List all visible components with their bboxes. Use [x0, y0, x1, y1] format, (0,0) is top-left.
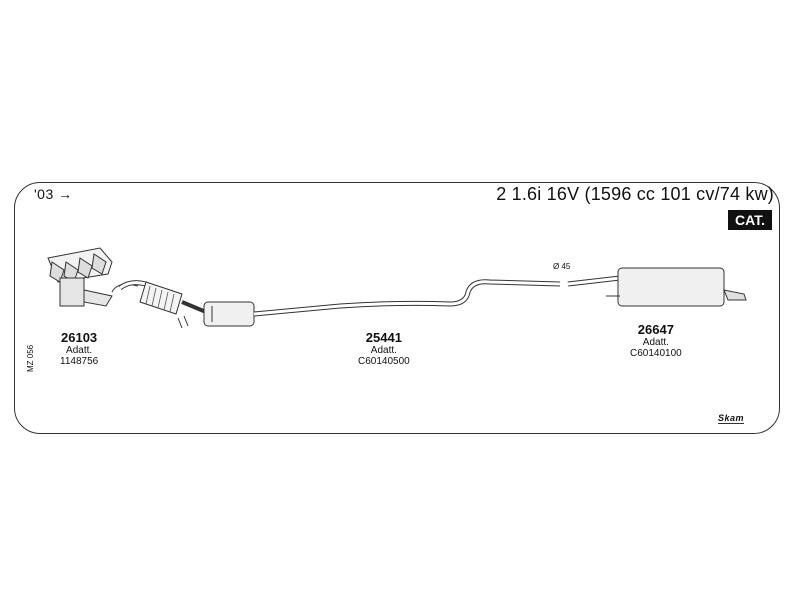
part-code: C60140500 [358, 356, 410, 367]
front-pipe-part [118, 280, 207, 329]
part-adapter-label: Adatt. [642, 337, 669, 348]
part-number: 26647 [637, 322, 674, 337]
brand-logo: Skam [718, 413, 745, 424]
part-code: 1148756 [60, 356, 99, 367]
part-label-manifold: 26103 Adatt. 1148756 [60, 330, 98, 367]
part-number: 25441 [365, 330, 402, 345]
diagram-frame [14, 182, 780, 434]
rear-silencer-part [606, 267, 747, 307]
middle-pipe-inner [253, 280, 561, 316]
part-adapter-label: Adatt. [370, 345, 397, 356]
part-label-rear-silencer: 26647 Adatt. C60140100 [630, 322, 682, 359]
side-code-label: MZ 056 [26, 344, 35, 372]
part-label-middle-pipe: 25441 Adatt. C60140500 [358, 330, 410, 367]
part-code: C60140100 [630, 348, 682, 359]
part-adapter-label: Adatt. [66, 345, 93, 356]
cat-badge: CAT. [728, 210, 772, 230]
middle-silencer-part [203, 301, 255, 327]
model-year-label: '03 → [34, 186, 73, 202]
exhaust-manifold-part [47, 247, 139, 307]
engine-title: 2 1.6i 16V (1596 cc 101 cv/74 kw) [496, 184, 774, 204]
part-number: 26103 [61, 330, 98, 345]
diameter-label: Ø 45 [553, 262, 571, 271]
